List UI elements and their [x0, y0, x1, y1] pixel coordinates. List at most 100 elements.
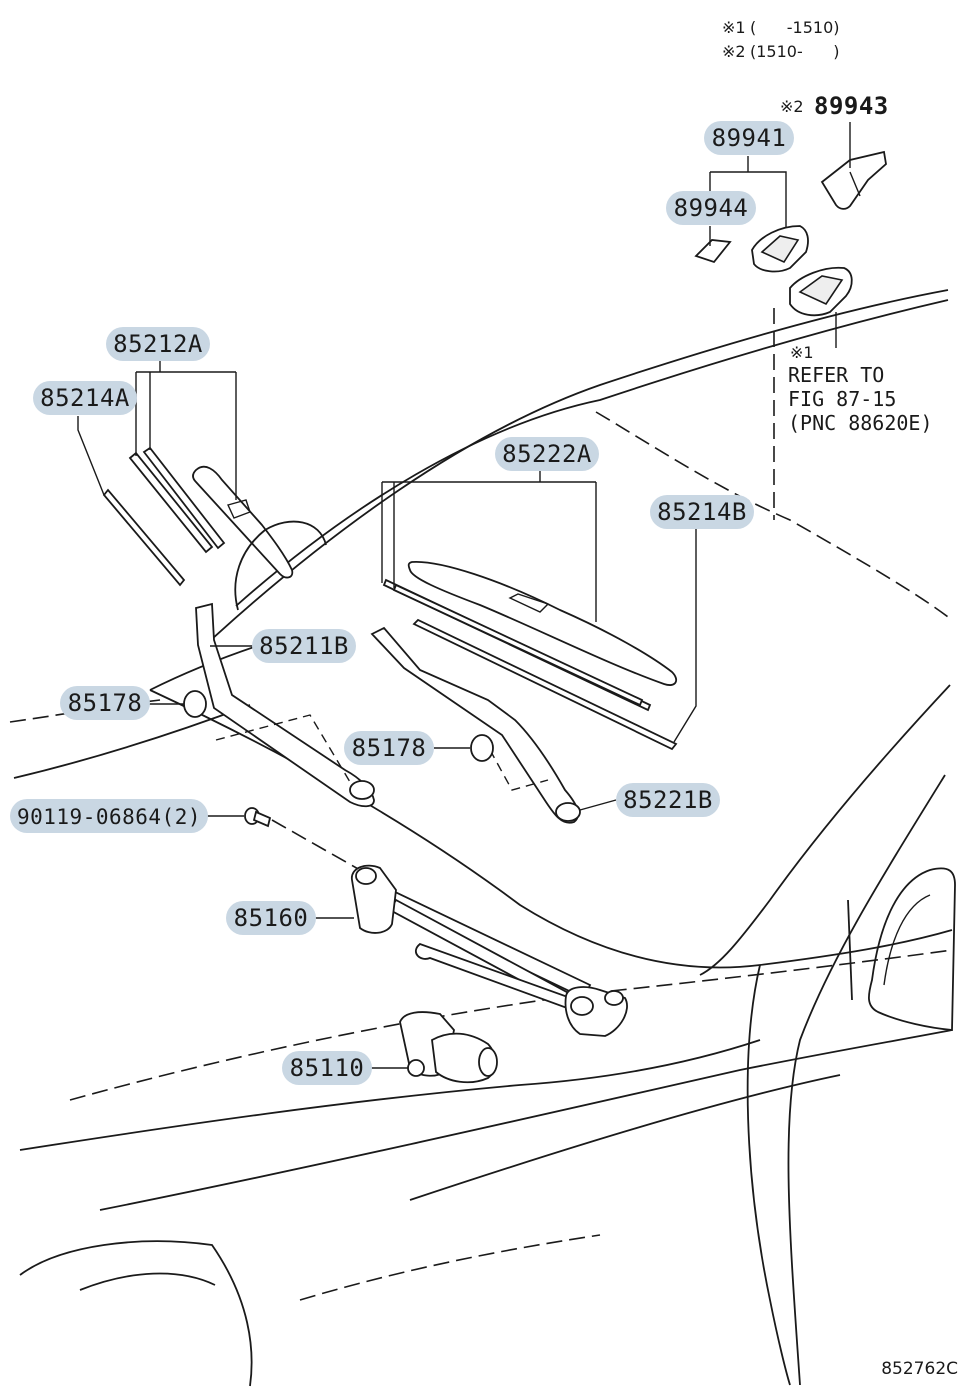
camera-parts — [694, 150, 887, 317]
blade-clip — [227, 499, 251, 519]
arm-body-center — [370, 626, 579, 824]
footnote-2-mark: ※2 — [722, 42, 746, 61]
pill-85214B — [650, 495, 754, 529]
leader-lines — [77, 122, 851, 1069]
door-line — [847, 899, 853, 1001]
label-90119: 90119-06864(2) — [17, 805, 201, 829]
label-89943-mark: ※2 — [780, 97, 804, 116]
blade-rubber-3 — [142, 446, 226, 550]
bumper-line — [99, 1029, 953, 1211]
bolt-dashed-line — [271, 819, 361, 871]
leader-89941 — [709, 156, 787, 228]
cap-left — [183, 690, 207, 718]
pill-85160 — [226, 901, 316, 935]
part-89943-inner — [849, 171, 861, 197]
cowl-line — [13, 704, 251, 779]
motor-connector — [407, 1059, 425, 1077]
label-89941: 89941 — [712, 124, 787, 152]
arm-pivot-center — [555, 802, 581, 822]
refer-line-2: FIG 87-15 — [788, 387, 896, 411]
side-mirror-inner — [883, 894, 931, 986]
pill-85110 — [282, 1051, 372, 1085]
leader-85212A — [135, 371, 237, 500]
link-pivot-right — [570, 996, 594, 1016]
pill-85178-left — [60, 686, 150, 720]
bolt-shank — [252, 810, 272, 828]
blade-rubber-2 — [128, 451, 214, 554]
blade-body-center — [407, 561, 678, 686]
blade-rubber-b — [392, 583, 644, 707]
pill-89944 — [666, 191, 756, 225]
footnote-1-range: ( -1510) — [750, 18, 840, 37]
leader-85214B — [673, 528, 697, 743]
fender-inner — [787, 774, 946, 1386]
leader-85221B — [579, 799, 617, 811]
label-pills — [10, 121, 794, 1085]
left-wiper-blade — [102, 446, 327, 611]
refer-line-3: (PNC 88620E) — [788, 411, 933, 435]
vehicle-outline — [9, 289, 956, 1387]
motor-end — [478, 1047, 498, 1077]
label-85178-left: 85178 — [68, 689, 143, 717]
blade-body — [192, 465, 294, 579]
refer-line-1: REFER TO — [788, 363, 884, 387]
hood-front-curve — [19, 1039, 761, 1151]
pill-85178-center — [344, 731, 434, 765]
arm-pivot — [349, 780, 375, 800]
pill-85222A — [495, 437, 599, 471]
label-89943: 89943 — [814, 92, 889, 120]
pill-85214A — [33, 381, 137, 415]
pill-85211B — [252, 629, 356, 663]
refer-mark: ※1 — [790, 343, 814, 362]
left-wiper-arm — [183, 602, 375, 808]
wheel-arch — [19, 1240, 253, 1387]
part-89941-lower-window — [798, 275, 844, 306]
side-mirror — [868, 867, 956, 1031]
blade-rubber-1 — [102, 488, 186, 587]
cap-center — [470, 734, 494, 762]
footnote-block: ※1 ( -1510) ※2 (1510- ) — [722, 18, 840, 61]
label-85221B: 85221B — [623, 786, 713, 814]
windshield-dashed-line — [595, 411, 953, 621]
link-bar-1 — [362, 878, 592, 1000]
wheel-arch-inner — [79, 1272, 216, 1291]
footnote-2-range: (1510- ) — [750, 42, 840, 61]
arm-dashed-box — [215, 714, 351, 783]
label-85178-center: 85178 — [352, 734, 427, 762]
label-85214A: 85214A — [40, 384, 130, 412]
label-85110: 85110 — [290, 1054, 365, 1082]
pill-85221B — [616, 783, 720, 817]
leader-85222A — [381, 470, 597, 622]
label-89944: 89944 — [674, 194, 749, 222]
link-pivot-left — [355, 867, 377, 885]
label-85160: 85160 — [234, 904, 309, 932]
fender-dashed-line — [69, 949, 953, 1101]
fender-edge — [746, 964, 791, 1386]
roof-edge-line-inner — [235, 299, 949, 607]
wiper-motor — [399, 1011, 498, 1084]
center-wiper-arm — [370, 626, 581, 824]
part-89941-upper-window — [760, 235, 800, 264]
headlamp-line — [299, 1234, 601, 1301]
blade-rubber-c — [412, 618, 678, 751]
footnote-1-mark: ※1 — [722, 18, 746, 37]
wiper-link — [351, 864, 628, 1037]
arm-dashed-center — [489, 749, 549, 791]
roof-edge-line — [199, 289, 949, 651]
part-89944-pad — [694, 239, 732, 264]
label-85212A: 85212A — [113, 330, 203, 358]
pill-85212A — [106, 327, 210, 361]
bumper-line-2 — [409, 1074, 841, 1201]
label-85214B: 85214B — [657, 498, 747, 526]
blade-clip-center — [508, 593, 550, 613]
hood-center-line — [699, 684, 951, 976]
pill-90119 — [10, 799, 208, 833]
pill-89941 — [704, 121, 794, 155]
cowl-bump — [234, 520, 327, 611]
label-texts: 85212A 85214A 85222A 85214B 85211B 85178… — [17, 92, 889, 1082]
link-pivot-right-2 — [604, 990, 624, 1006]
refer-note: ※1 REFER TO FIG 87-15 (PNC 88620E) — [788, 343, 933, 435]
bolt — [244, 807, 361, 871]
